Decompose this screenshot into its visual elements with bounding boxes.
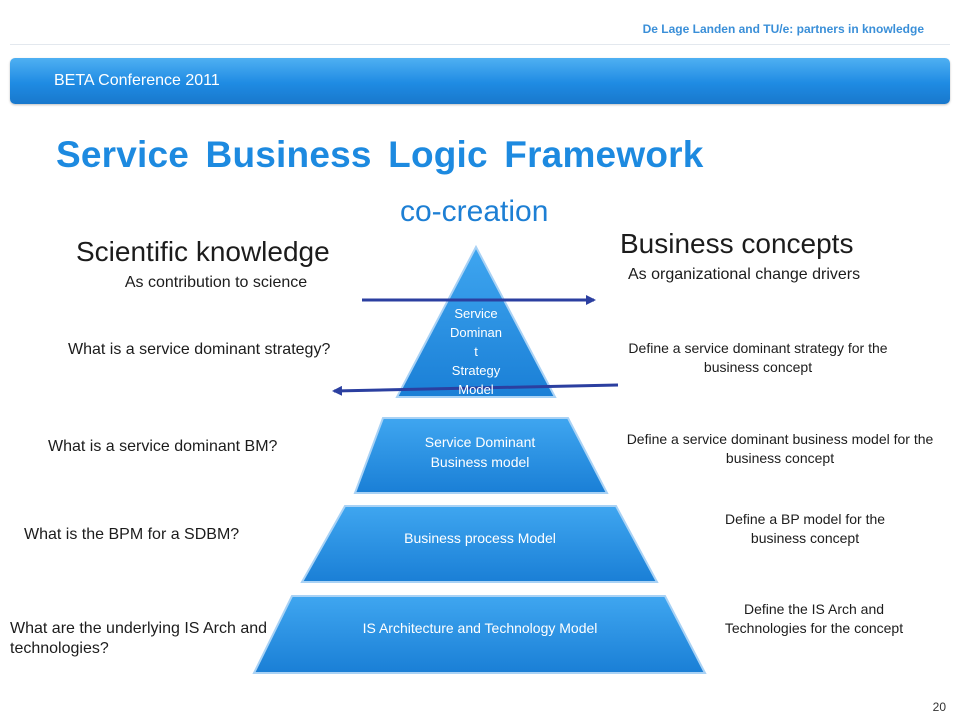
banner-label: BETA Conference 2011 bbox=[54, 72, 220, 89]
apex-line: Model bbox=[458, 382, 494, 397]
tier-label-is-architecture: IS Architecture and Technology Model bbox=[362, 620, 598, 636]
right-subheading: As organizational change drivers bbox=[628, 266, 861, 283]
left-subheading: As contribution to science bbox=[124, 274, 308, 291]
tier-label-process-model: Business process Model bbox=[404, 530, 556, 546]
page-number: 20 bbox=[932, 700, 946, 714]
definition-bp-model: Define a BP model for the business conce… bbox=[724, 511, 886, 546]
co-creation-label: co-creation bbox=[400, 195, 549, 228]
question-is-arch: What are the underlying IS Arch and tech… bbox=[10, 620, 268, 657]
apex-label: Service Dominan t Strategy Model bbox=[436, 304, 516, 399]
apex-line: Dominan bbox=[449, 325, 503, 340]
apex-line: Service bbox=[454, 306, 498, 321]
pyramid-apex bbox=[395, 244, 557, 398]
apex-line: t bbox=[474, 344, 478, 359]
question-strategy: What is a service dominant strategy? bbox=[68, 341, 331, 358]
apex-line: Strategy bbox=[451, 363, 501, 378]
definition-strategy: Define a service dominant strategy for t… bbox=[628, 340, 888, 375]
header-rule bbox=[10, 44, 950, 45]
right-heading: Business concepts bbox=[620, 228, 854, 259]
question-bpm: What is the BPM for a SDBM? bbox=[24, 526, 240, 543]
left-heading: Scientific knowledge bbox=[76, 236, 330, 267]
arrow-left bbox=[332, 383, 619, 396]
pyramid-tier-business-model bbox=[353, 417, 609, 494]
question-business-model: What is a service dominant BM? bbox=[48, 438, 278, 455]
slide-title: Service Business Logic Framework bbox=[56, 134, 704, 175]
pyramid-tier-process-model bbox=[300, 505, 659, 583]
definition-is-arch: Define the IS Arch and Technologies for … bbox=[724, 601, 904, 636]
header-tagline: De Lage Landen and TU/e: partners in kno… bbox=[642, 22, 924, 36]
conference-banner bbox=[10, 58, 950, 104]
tier-label-business-model: Service Dominant Business model bbox=[424, 434, 536, 470]
definition-business-model: Define a service dominant business model… bbox=[626, 431, 934, 466]
pyramid-tier-is-architecture bbox=[252, 595, 707, 674]
